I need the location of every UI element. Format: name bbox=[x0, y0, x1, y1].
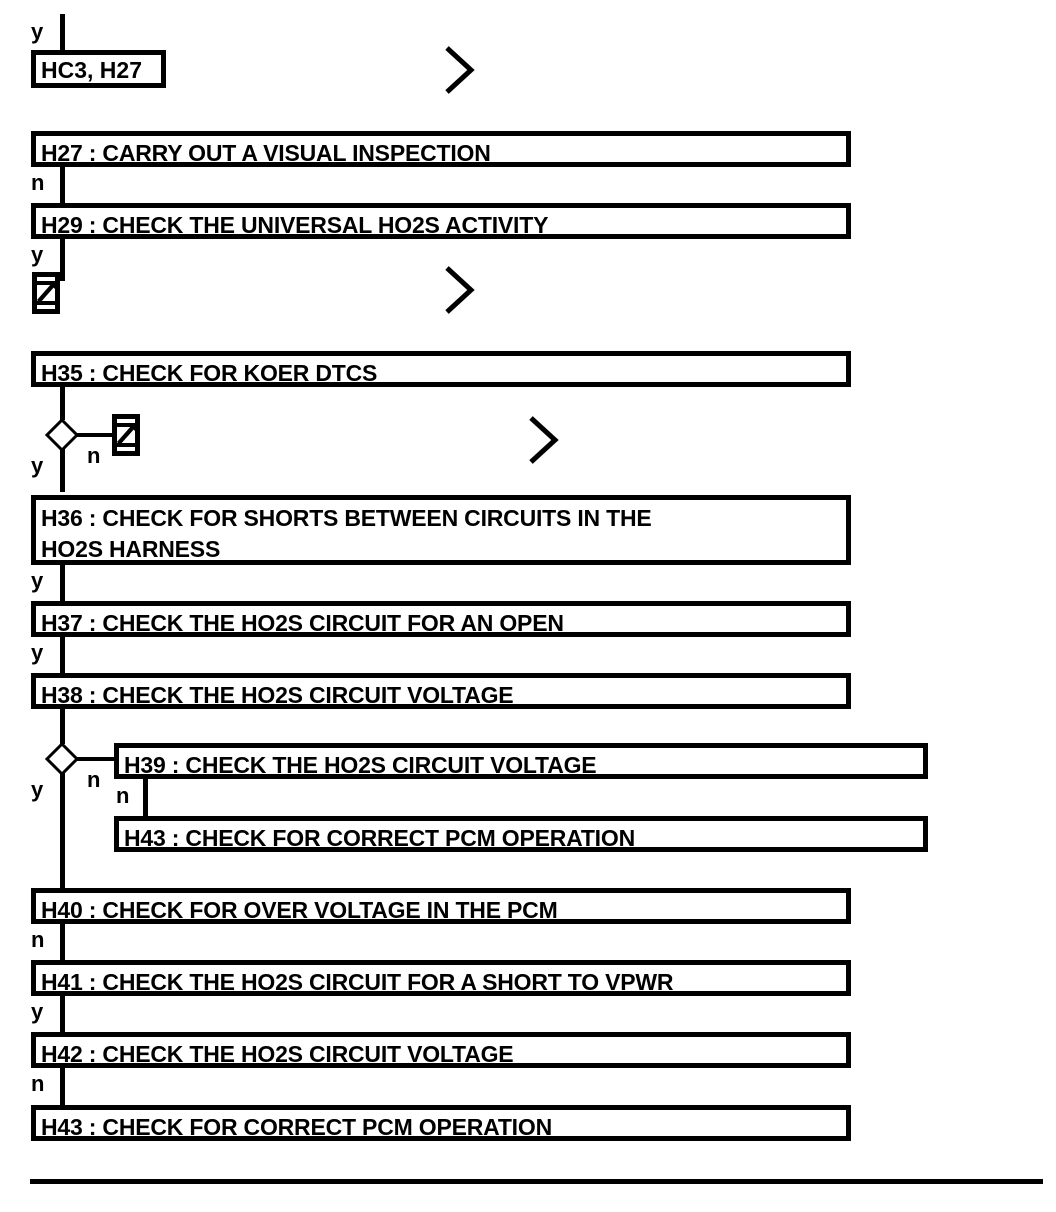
step-box-h27[interactable]: H27 : CARRY OUT A VISUAL INSPECTION bbox=[31, 131, 851, 167]
branch-label-decision-h38-n: n bbox=[87, 767, 101, 792]
connector-decision-h35-no bbox=[76, 433, 114, 437]
branch-label-h41-y: y bbox=[31, 999, 44, 1024]
branch-label-h27-n: n bbox=[31, 170, 45, 195]
step-box-h36[interactable]: H36 : CHECK FOR SHORTS BETWEEN CIRCUITS … bbox=[31, 495, 851, 565]
page-bottom-rule bbox=[30, 1179, 1043, 1184]
chevron-lower-icon bbox=[527, 414, 561, 466]
branch-label-h37-y: y bbox=[31, 640, 44, 665]
branch-label-h39-n: n bbox=[116, 783, 130, 808]
connector-decision-h35-yes bbox=[60, 448, 65, 492]
step-box-h29[interactable]: H29 : CHECK THE UNIVERSAL HO2S ACTIVITY bbox=[31, 203, 851, 239]
step-box-h37[interactable]: H37 : CHECK THE HO2S CIRCUIT FOR AN OPEN bbox=[31, 601, 851, 637]
branch-label-h29-y: y bbox=[31, 242, 44, 267]
branch-label-decision-h35-y: y bbox=[31, 453, 44, 478]
connector-h38-to-decision bbox=[60, 709, 65, 744]
step-box-h39[interactable]: H39 : CHECK THE HO2S CIRCUIT VOLTAGE bbox=[114, 743, 928, 779]
decision-diamond-h35[interactable] bbox=[45, 418, 79, 452]
step-box-h41[interactable]: H41 : CHECK THE HO2S CIRCUIT FOR A SHORT… bbox=[31, 960, 851, 996]
step-box-h42[interactable]: H42 : CHECK THE HO2S CIRCUIT VOLTAGE bbox=[31, 1032, 851, 1068]
step-box-h38[interactable]: H38 : CHECK THE HO2S CIRCUIT VOLTAGE bbox=[31, 673, 851, 709]
branch-label-decision-h38-y: y bbox=[31, 777, 44, 802]
branch-label-h42-n: n bbox=[31, 1071, 45, 1096]
step-box-h43-branch[interactable]: H43 : CHECK FOR CORRECT PCM OPERATION bbox=[114, 816, 928, 852]
z-connector-h35-icon[interactable] bbox=[112, 414, 140, 456]
decision-diamond-h38[interactable] bbox=[45, 742, 79, 776]
branch-label-decision-h35-n: n bbox=[87, 443, 101, 468]
connector-h29-to-z bbox=[60, 239, 65, 281]
connector-h36-to-h37 bbox=[60, 565, 65, 602]
chevron-top-icon bbox=[443, 44, 477, 96]
connector-h42-to-h43 bbox=[60, 1068, 65, 1105]
chevron-mid-icon bbox=[443, 264, 477, 316]
z-connector-h29-icon[interactable] bbox=[32, 272, 60, 314]
entry-terminator-hc3-h27[interactable]: HC3, H27 bbox=[31, 50, 166, 88]
connector-decision-h38-yes bbox=[60, 772, 65, 888]
connector-entry-vertical bbox=[60, 14, 65, 50]
connector-h41-to-h42 bbox=[60, 996, 65, 1033]
connector-decision-h38-no bbox=[76, 757, 116, 761]
step-box-h35[interactable]: H35 : CHECK FOR KOER DTCS bbox=[31, 351, 851, 387]
connector-h35-to-decision bbox=[60, 387, 65, 420]
step-box-h40[interactable]: H40 : CHECK FOR OVER VOLTAGE IN THE PCM bbox=[31, 888, 851, 924]
connector-h40-to-h41 bbox=[60, 924, 65, 961]
step-box-h43[interactable]: H43 : CHECK FOR CORRECT PCM OPERATION bbox=[31, 1105, 851, 1141]
connector-h39-to-h43-branch bbox=[143, 779, 148, 817]
branch-label-h36-y: y bbox=[31, 568, 44, 593]
branch-label-entry: y bbox=[31, 19, 44, 44]
connector-h27-to-h29 bbox=[60, 167, 65, 203]
branch-label-h40-n: n bbox=[31, 927, 45, 952]
connector-h37-to-h38 bbox=[60, 637, 65, 674]
